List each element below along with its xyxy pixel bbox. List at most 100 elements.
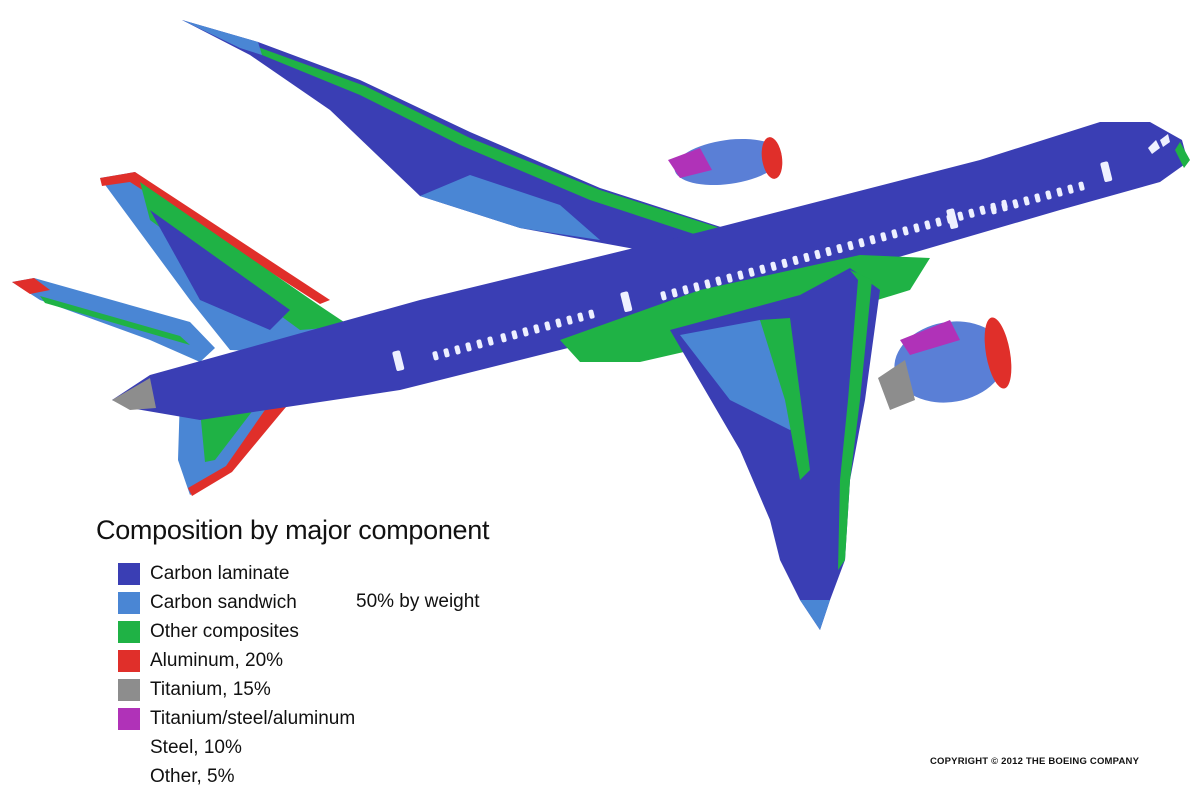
cabin-window [704,279,711,289]
left-engine-nozzle [668,148,712,178]
legend-title: Composition by major component [96,515,490,545]
cabin-window [660,291,667,301]
carbon-laminate-swatch [118,563,140,585]
cabin-window [671,288,678,298]
cabin-window [555,318,562,328]
cabin-window [544,321,551,331]
cabin-window [880,232,887,242]
cabin-window [803,252,810,262]
cabin-windows [392,161,1113,371]
cabin-window [957,211,964,221]
cabin-door [620,291,633,312]
cabin-window [693,282,700,292]
weight-note: 50% by weight [356,591,480,612]
legend-item-other-composites: Other composites [118,620,299,644]
legend-item-label: Aluminum, 20% [150,650,284,671]
cabin-window [487,336,494,346]
legend-item-aluminum: Aluminum, 20% [118,649,283,673]
legend-item-titanium: Titanium, 15% [118,678,271,702]
right-wing-flap-stripe [760,318,810,480]
cabin-window [432,351,439,361]
cabin-window [913,223,920,233]
cabin-window [1012,199,1019,209]
legend-item-steel: Steel, 10% [118,736,242,760]
cabin-window [682,285,689,295]
legend-item-label: Titanium, 15% [150,679,271,700]
cabin-window [836,244,843,254]
vertical-fin-stripe [140,182,350,330]
vertical-fin-edge [100,172,330,304]
cockpit-window-2 [1160,134,1170,147]
cabin-window [476,339,483,349]
cabin-window [979,205,986,215]
cabin-window [1056,187,1063,197]
cabin-window [443,348,450,358]
ti-steel-al-swatch [118,708,140,730]
cabin-window [1078,181,1085,191]
cabin-window [748,267,755,277]
cabin-window [726,273,733,283]
cabin-window [935,217,942,227]
cabin-window [814,249,821,260]
legend-item-label: Carbon sandwich [150,592,297,613]
cabin-window [968,208,975,218]
cabin-window [1001,202,1008,212]
left-wing-tip [182,20,262,55]
legend-item-label: Titanium/steel/aluminum [150,708,356,729]
cabin-window [1034,193,1041,203]
left-wing-green-edge [255,46,720,236]
legend-item-carbon-sandwich: Carbon sandwich [118,591,297,615]
other-composites-swatch [118,621,140,643]
legend-item-label: Other, 5% [150,766,235,787]
left-wing-flap [420,175,600,240]
right-wing-stripe [838,270,872,570]
cabin-window [770,261,777,271]
cabin-window [1067,184,1074,194]
cabin-window [1045,190,1052,200]
other-swatch [118,766,140,788]
cabin-window [533,324,540,334]
cabin-window [715,276,722,286]
cabin-window [825,246,832,257]
tail-cone [112,378,156,410]
cabin-window [577,312,584,322]
cockpit-window-1 [1148,140,1160,154]
cabin-window [792,255,799,265]
cabin-window [869,235,876,245]
vertical-fin-core [150,210,290,330]
cabin-window [737,270,744,280]
cabin-door [946,208,959,229]
titanium-swatch [118,679,140,701]
cabin-window [500,333,507,343]
cabin-window [522,327,529,337]
cabin-window [465,342,472,352]
legend-item-label: Carbon laminate [150,563,290,584]
cabin-window [511,330,518,340]
fuselage [112,122,1188,420]
cabin-window [902,226,909,236]
aluminum-swatch [118,650,140,672]
right-wing-tip [800,600,830,630]
left-engine-inlet [761,137,783,179]
nose-radome [1175,142,1190,168]
right-engine-upper [900,320,960,355]
legend-item-carbon-laminate: Carbon laminate [118,562,289,586]
cabin-window [454,345,461,355]
copyright-notice: COPYRIGHT © 2012 THE BOEING COMPANY [930,756,1140,767]
cabin-window [588,309,595,319]
left-stabilizer-edge [12,278,50,294]
carbon-sandwich-swatch [118,592,140,614]
cabin-window [847,241,854,251]
cabin-window [759,264,766,274]
cabin-door [392,350,405,371]
cabin-window [566,315,573,325]
right-engine-nozzle [878,360,915,410]
legend-item-other: Other, 5% [118,765,235,789]
cabin-door [1100,161,1113,182]
cabin-window [990,205,997,215]
cabin-window [858,238,865,248]
cabin-window [781,258,788,268]
cabin-window [891,229,898,239]
left-stabilizer-stripe [40,296,190,345]
